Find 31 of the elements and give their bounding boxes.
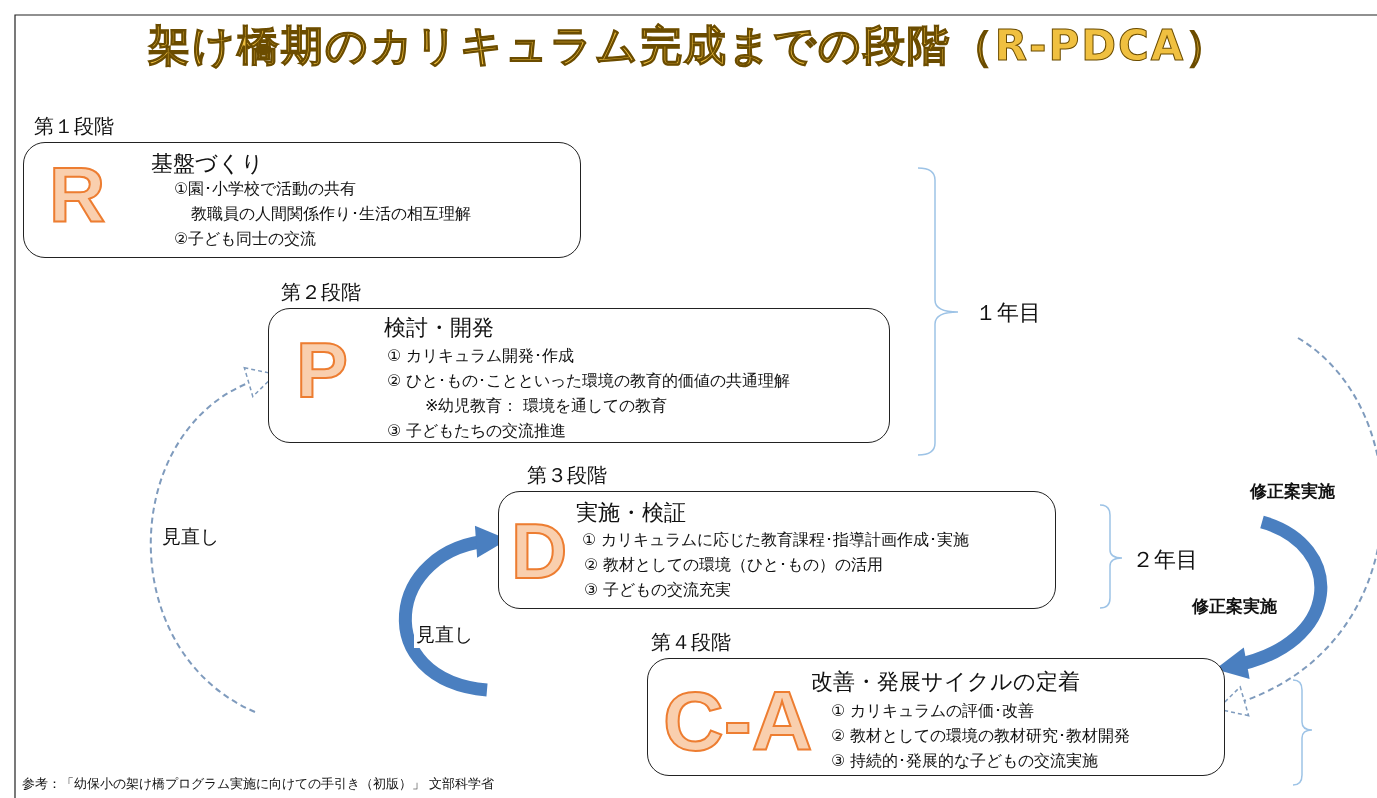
stage-title: 改善・発展サイクルの定着: [811, 668, 1080, 696]
stage-letter: C-A: [663, 679, 813, 763]
stage-heading: 第１段階: [34, 113, 114, 140]
list-item: ①園･小学校で活動の共有: [174, 179, 357, 200]
list-item: ②子ども同士の交流: [174, 229, 317, 250]
stage-letter: D: [511, 512, 568, 590]
reference-note: 参考：「幼保小の架け橋プログラム実施に向けての手引き（初版）」 文部科学省: [22, 775, 495, 793]
list-item: ② 教材としての環境（ひと･もの）の活用: [584, 555, 884, 576]
stage-heading: 第４段階: [651, 629, 731, 656]
list-item: ② ひと･もの･ことといった環境の教育的価値の共通理解: [387, 371, 791, 392]
stage-title: 検討・開発: [384, 314, 494, 342]
list-item: ① カリキュラムの評価･改善: [831, 701, 1035, 722]
title: 架け橋期のカリキュラム完成までの段階（R-PDCA）: [146, 20, 1231, 72]
stage-heading: 第２段階: [281, 279, 361, 306]
edge-label: 修正案実施: [1190, 595, 1279, 618]
edge-label: 修正案実施: [1248, 480, 1337, 503]
list-item: ③ 子どもの交流充実: [584, 580, 732, 601]
list-item: ③ 持続的･発展的な子どもの交流実施: [831, 751, 1099, 772]
stage-letter: P: [296, 331, 349, 409]
list-item: ③ 子どもたちの交流推進: [387, 421, 567, 442]
stage-letter: R: [49, 155, 106, 233]
list-item: ① カリキュラム開発･作成: [387, 346, 575, 367]
list-item: ② 教材としての環境の教材研究･教材開発: [831, 726, 1131, 747]
stage-title: 実施・検証: [576, 499, 686, 527]
year-label: ２年目: [1132, 546, 1198, 574]
list-item: ※幼児教育： 環境を通しての教育: [425, 396, 668, 417]
stage-title: 基盤づくり: [151, 150, 264, 178]
list-item: ① カリキュラムに応じた教育課程･指導計画作成･実施: [582, 530, 970, 551]
stage-heading: 第３段階: [527, 462, 607, 489]
list-item: 教職員の人間関係作り･生活の相互理解: [191, 204, 471, 225]
year-label: １年目: [975, 299, 1041, 327]
